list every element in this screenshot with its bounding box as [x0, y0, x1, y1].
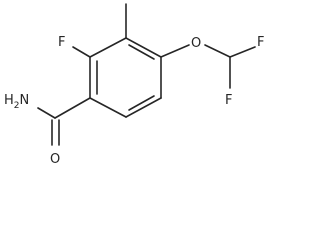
- ring-bond: [125, 37, 162, 58]
- ether-bond-carbon: [204, 44, 231, 58]
- amide-n-text: N: [20, 93, 30, 108]
- ring-bond: [125, 97, 162, 118]
- amide-cn-bond: [37, 107, 56, 119]
- fluorine-ring-label: F: [58, 35, 65, 50]
- molecule-structure: F O F F H2N O: [4, 3, 264, 167]
- oxygen-ether-label: O: [191, 36, 201, 51]
- amide-carbon-bond: [54, 97, 91, 119]
- fluorine-bottom-label: F: [225, 93, 232, 108]
- ring-bond: [89, 97, 127, 118]
- fluorine-top-label: F: [257, 35, 264, 50]
- ring-double-bond: [128, 44, 155, 60]
- benzene-ring: [89, 37, 162, 118]
- amide-oxygen-label: O: [50, 152, 60, 167]
- amide-nitrogen-h-label: H2N: [4, 93, 29, 111]
- ether-bond-ring: [160, 44, 190, 58]
- ring-bond: [89, 37, 127, 58]
- ring-double-bond: [128, 95, 155, 111]
- amide-h-text: H: [4, 93, 14, 108]
- amide-h-subscript: 2: [14, 101, 20, 111]
- cf-bond-top: [229, 46, 256, 58]
- ring-fluorine-bond: [72, 46, 91, 58]
